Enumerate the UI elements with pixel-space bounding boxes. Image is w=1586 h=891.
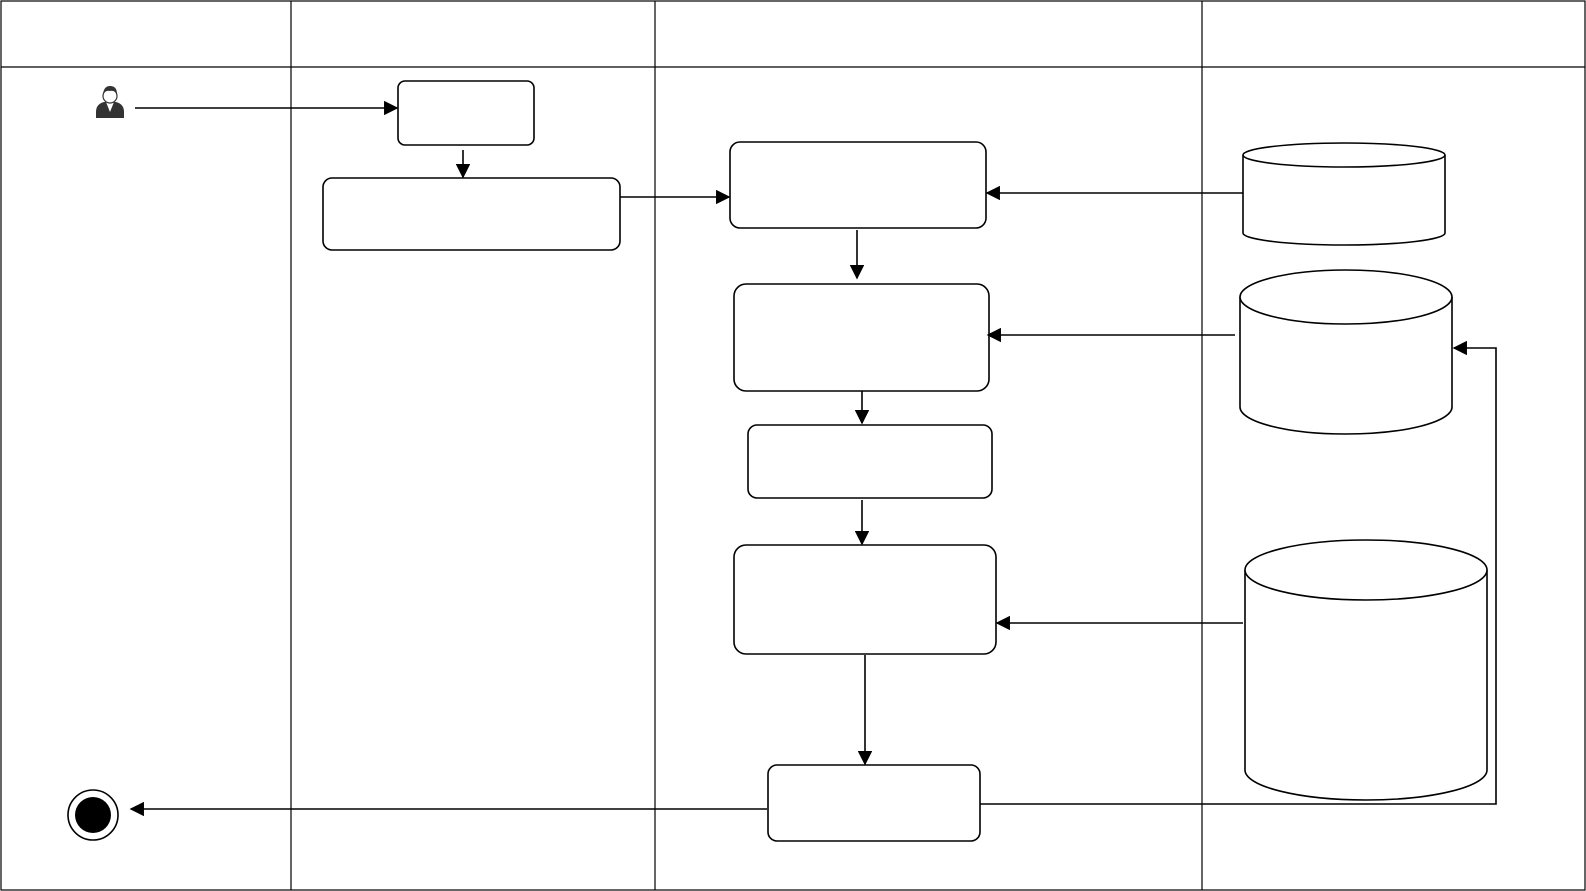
connectors xyxy=(129,100,1497,817)
datastore-2 xyxy=(1239,269,1453,435)
process-node-4 xyxy=(733,283,990,392)
process-node-2 xyxy=(322,177,621,251)
user-icon xyxy=(96,86,124,118)
process-node-7 xyxy=(767,764,981,842)
end-node-icon xyxy=(67,789,119,841)
datastore-1 xyxy=(1242,142,1446,246)
process-node-5 xyxy=(747,424,993,499)
process-node-3 xyxy=(729,141,987,229)
flow-node7-to-db2 xyxy=(980,340,1497,805)
datastore-3 xyxy=(1244,539,1488,801)
process-node-6 xyxy=(733,544,997,655)
process-node-1 xyxy=(397,80,535,146)
